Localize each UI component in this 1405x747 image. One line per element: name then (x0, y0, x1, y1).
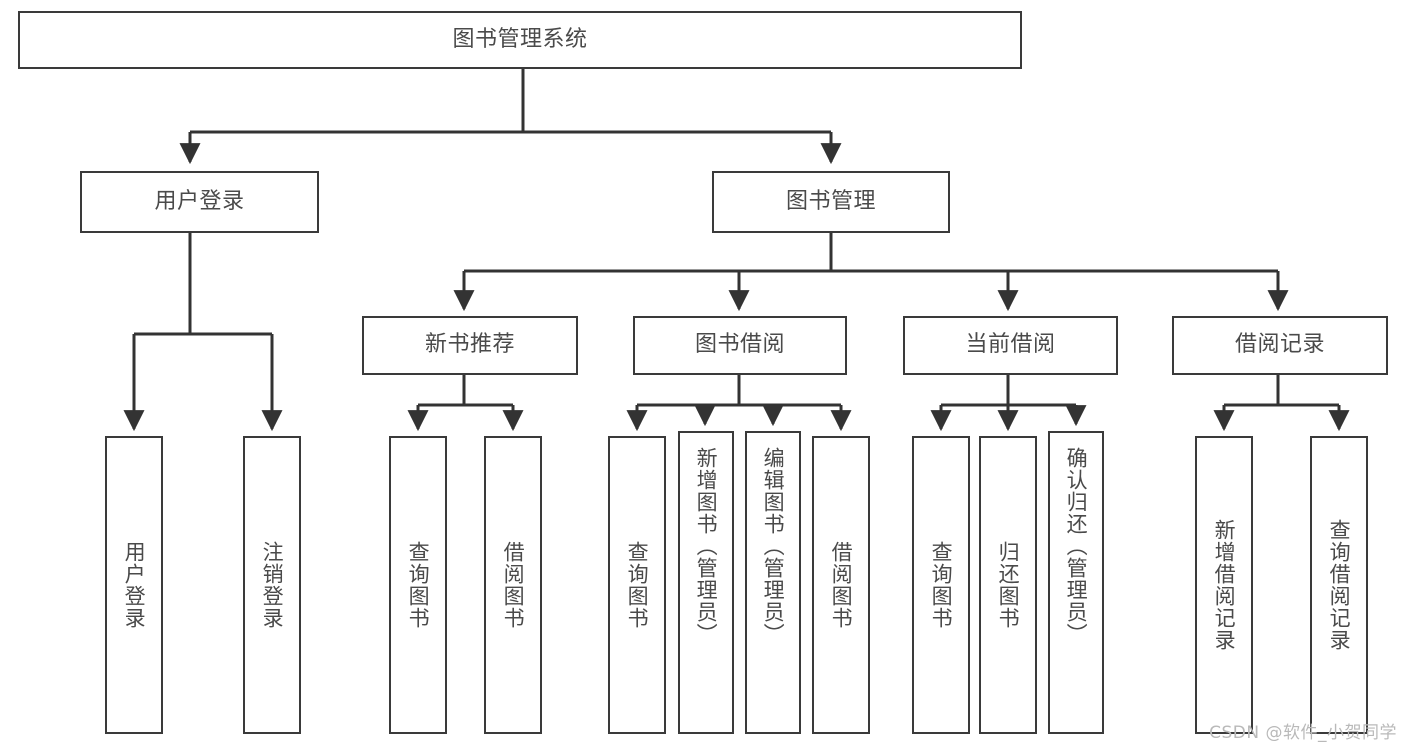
node-book-borrow-child-4-label: 借阅图书 (829, 541, 854, 629)
node-book-manage-label: 图书管理 (785, 188, 876, 214)
node-book-borrow-child-3[interactable]: 编辑图书（管理员） (745, 431, 801, 734)
node-current-borrow-child-3[interactable]: 确认归还（管理员） (1048, 431, 1104, 734)
node-borrow-record-label: 借阅记录 (1234, 332, 1325, 358)
node-new-book-rec-child-1-label: 查询图书 (406, 541, 431, 629)
node-book-borrow-label: 图书借阅 (694, 332, 785, 358)
node-user-login-label: 用户登录 (154, 188, 245, 214)
node-borrow-record-child-1-label: 新增借阅记录 (1212, 519, 1237, 651)
node-user-login-child-2-label: 注销登录 (260, 541, 285, 629)
node-new-book-rec-child-2[interactable]: 借阅图书 (484, 436, 542, 734)
node-new-book-rec-child-2-label: 借阅图书 (501, 541, 526, 629)
node-root[interactable]: 图书管理系统 (18, 11, 1022, 69)
node-current-borrow-label: 当前借阅 (965, 332, 1056, 358)
node-current-borrow[interactable]: 当前借阅 (903, 316, 1118, 375)
node-book-borrow-child-4[interactable]: 借阅图书 (812, 436, 870, 734)
node-root-label: 图书管理系统 (452, 26, 588, 52)
node-current-borrow-child-2-label: 归还图书 (996, 541, 1021, 629)
watermark: CSDN @软件_小贺同学 (1209, 723, 1397, 743)
node-book-borrow-child-3-label: 编辑图书（管理员） (761, 447, 786, 645)
node-current-borrow-child-3-label: 确认归还（管理员） (1064, 447, 1089, 645)
node-book-borrow-child-2[interactable]: 新增图书（管理员） (678, 431, 734, 734)
node-user-login-child-2[interactable]: 注销登录 (243, 436, 301, 734)
node-book-borrow[interactable]: 图书借阅 (633, 316, 847, 375)
node-book-borrow-child-1-label: 查询图书 (625, 541, 650, 629)
node-user-login-child-1-label: 用户登录 (122, 541, 147, 629)
node-borrow-record-child-2-label: 查询借阅记录 (1327, 519, 1352, 651)
node-user-login[interactable]: 用户登录 (80, 171, 319, 233)
node-current-borrow-child-2[interactable]: 归还图书 (979, 436, 1037, 734)
node-new-book-rec[interactable]: 新书推荐 (362, 316, 578, 375)
node-book-manage[interactable]: 图书管理 (712, 171, 950, 233)
node-book-borrow-child-1[interactable]: 查询图书 (608, 436, 666, 734)
node-borrow-record-child-2[interactable]: 查询借阅记录 (1310, 436, 1368, 734)
node-new-book-rec-child-1[interactable]: 查询图书 (389, 436, 447, 734)
node-borrow-record[interactable]: 借阅记录 (1172, 316, 1388, 375)
node-user-login-child-1[interactable]: 用户登录 (105, 436, 163, 734)
node-borrow-record-child-1[interactable]: 新增借阅记录 (1195, 436, 1253, 734)
node-current-borrow-child-1[interactable]: 查询图书 (912, 436, 970, 734)
node-current-borrow-child-1-label: 查询图书 (929, 541, 954, 629)
node-new-book-rec-label: 新书推荐 (424, 332, 515, 358)
node-book-borrow-child-2-label: 新增图书（管理员） (694, 447, 719, 645)
